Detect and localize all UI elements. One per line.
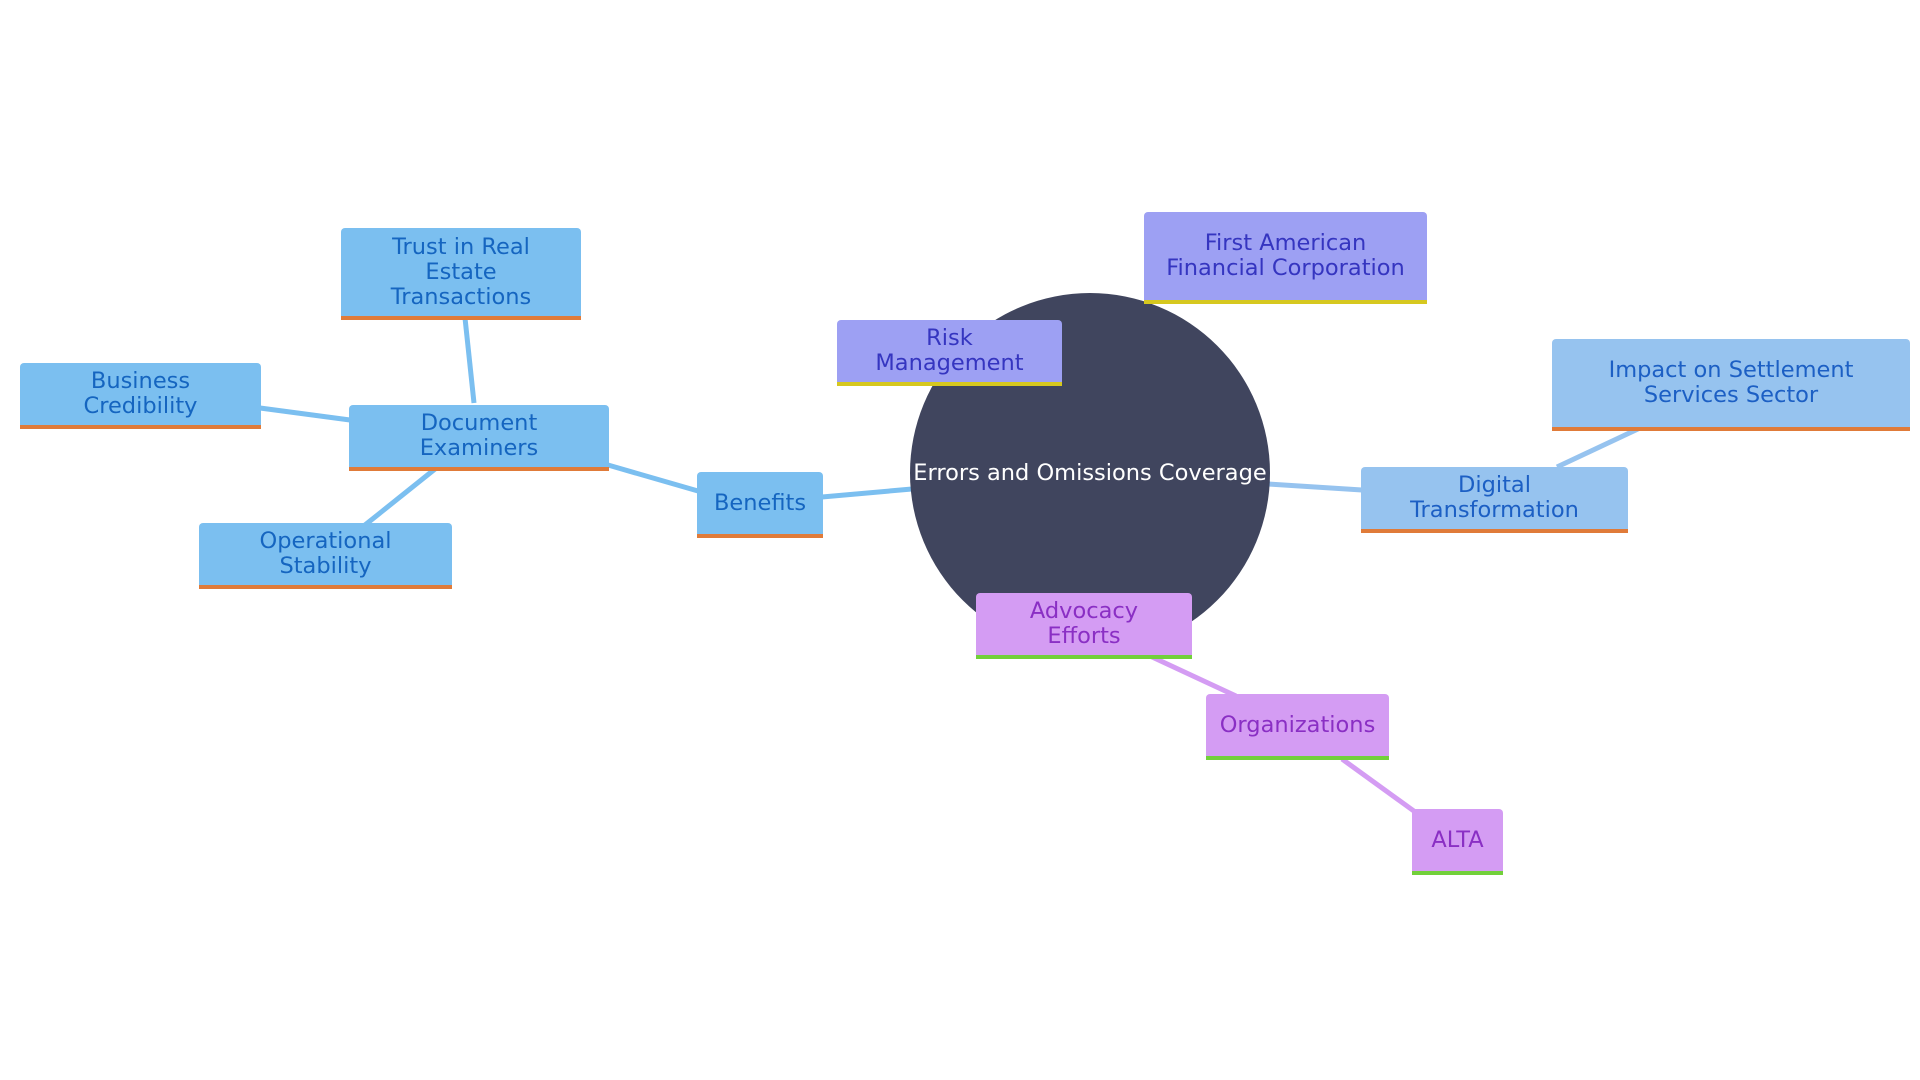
node-organizations[interactable]: Organizations: [1206, 694, 1389, 760]
node-benefits[interactable]: Benefits: [697, 472, 823, 538]
node-document-examiners-label: Document Examiners: [419, 410, 539, 461]
node-document-examiners[interactable]: Document Examiners: [349, 405, 609, 471]
node-advocacy-efforts-label: Advocacy Efforts: [1029, 598, 1139, 649]
node-alta[interactable]: ALTA: [1412, 809, 1503, 875]
link-center-digital-transformation: [1267, 481, 1363, 493]
node-advocacy-efforts[interactable]: Advocacy Efforts: [976, 593, 1192, 659]
link-center-benefits: [821, 486, 913, 500]
link-document-examiners-trust: [462, 317, 477, 404]
node-first-american-financial-corporation-label: First American Financial Corporation: [1166, 230, 1405, 281]
link-document-examiners-stability: [363, 467, 437, 527]
node-first-american-financial-corporation[interactable]: First American Financial Corporation: [1144, 212, 1427, 304]
node-business-credibility[interactable]: Business Credibility: [20, 363, 261, 429]
link-document-examiners-credibility: [259, 405, 351, 423]
link-benefits-document-examiners: [607, 462, 699, 494]
node-operational-stability-label: Operational Stability: [259, 528, 392, 579]
link-organizations-alta: [1340, 756, 1420, 817]
node-operational-stability[interactable]: Operational Stability: [199, 523, 452, 589]
node-risk-management-label: Risk Management: [875, 325, 1024, 376]
node-benefits-label: Benefits: [713, 489, 807, 516]
node-business-credibility-label: Business Credibility: [83, 368, 198, 419]
node-impact-on-settlement-services-sector[interactable]: Impact on Settlement Services Sector: [1552, 339, 1910, 431]
node-trust-in-real-estate-transactions[interactable]: Trust in Real Estate Transactions: [341, 228, 581, 320]
center-topic-label: Errors and Omissions Coverage: [913, 460, 1267, 486]
link-digital-transformation-impact: [1555, 425, 1642, 470]
node-digital-transformation[interactable]: Digital Transformation: [1361, 467, 1628, 533]
node-organizations-label: Organizations: [1219, 711, 1376, 738]
node-trust-in-real-estate-transactions-label: Trust in Real Estate Transactions: [390, 233, 532, 310]
node-risk-management[interactable]: Risk Management: [837, 320, 1062, 386]
link-advocacy-organizations: [1148, 653, 1238, 699]
node-digital-transformation-label: Digital Transformation: [1410, 472, 1579, 523]
node-impact-on-settlement-services-sector-label: Impact on Settlement Services Sector: [1608, 357, 1854, 408]
node-alta-label: ALTA: [1431, 826, 1484, 853]
